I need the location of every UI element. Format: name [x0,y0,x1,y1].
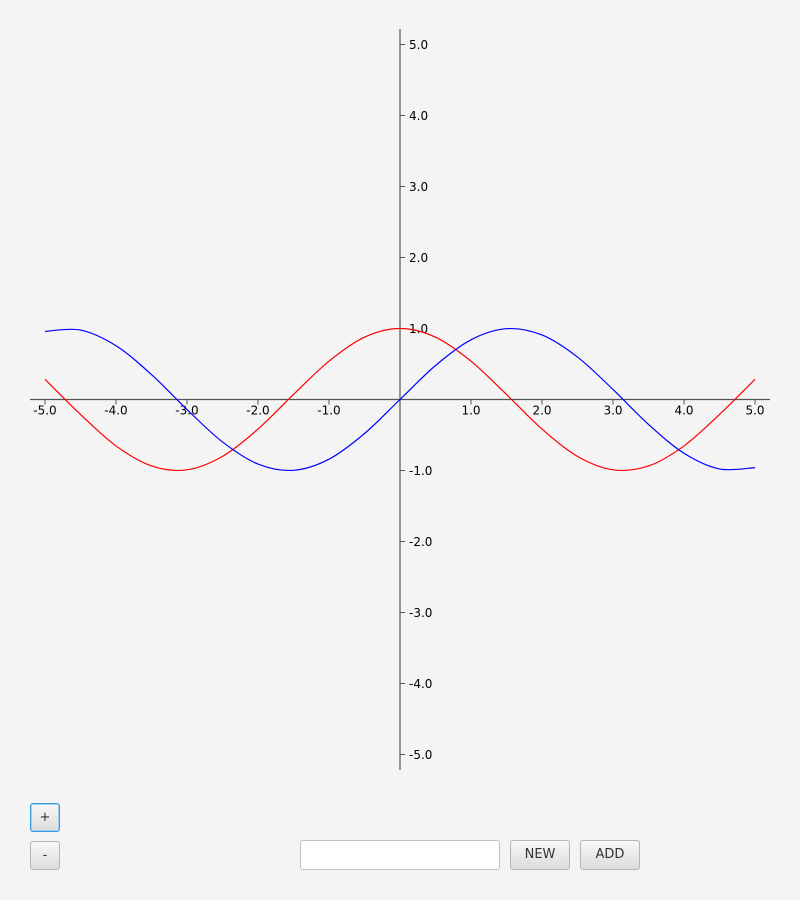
function-plot: -5.0 -4.0 -3.0 -2.0 -1.0 1.0 2.0 3.0 4.0 5.0 5.0 4.… [30,29,770,770]
y-tick-label: -5.0 [409,748,432,762]
function-input[interactable] [300,840,500,870]
y-tick-label: -1.0 [409,464,432,478]
x-tick-label: 5.0 [745,404,764,418]
series-line-2 [44,327,756,472]
x-tick-label: -3.0 [175,404,198,418]
add-button[interactable]: ADD [580,840,640,870]
zoom-in-button[interactable]: + [30,803,60,832]
axes: -5.0 -4.0 -3.0 -2.0 -1.0 1.0 2.0 3.0 4.0 5.0 5.0 4.… [30,29,770,770]
y-tick-label: 5.0 [409,38,428,52]
y-tick-label: -3.0 [409,606,432,620]
y-tick-label: 2.0 [409,251,428,265]
x-tick-label: -4.0 [104,404,127,418]
x-tick-label: -2.0 [246,404,269,418]
series-line-1 [44,327,756,472]
x-tick-label: 2.0 [532,404,551,418]
x-tick-label: -1.0 [317,404,340,418]
y-tick-label: -4.0 [409,677,432,691]
y-tick-label: 3.0 [409,180,428,194]
x-tick-label: 4.0 [674,404,693,418]
y-tick-label: -2.0 [409,535,432,549]
x-tick-label: -5.0 [33,404,56,418]
x-tick-label: 1.0 [461,404,480,418]
x-tick-label: 3.0 [603,404,622,418]
y-tick-label: 4.0 [409,109,428,123]
plot-series [44,327,756,472]
zoom-out-button[interactable]: - [30,841,60,870]
new-button[interactable]: NEW [510,840,570,870]
